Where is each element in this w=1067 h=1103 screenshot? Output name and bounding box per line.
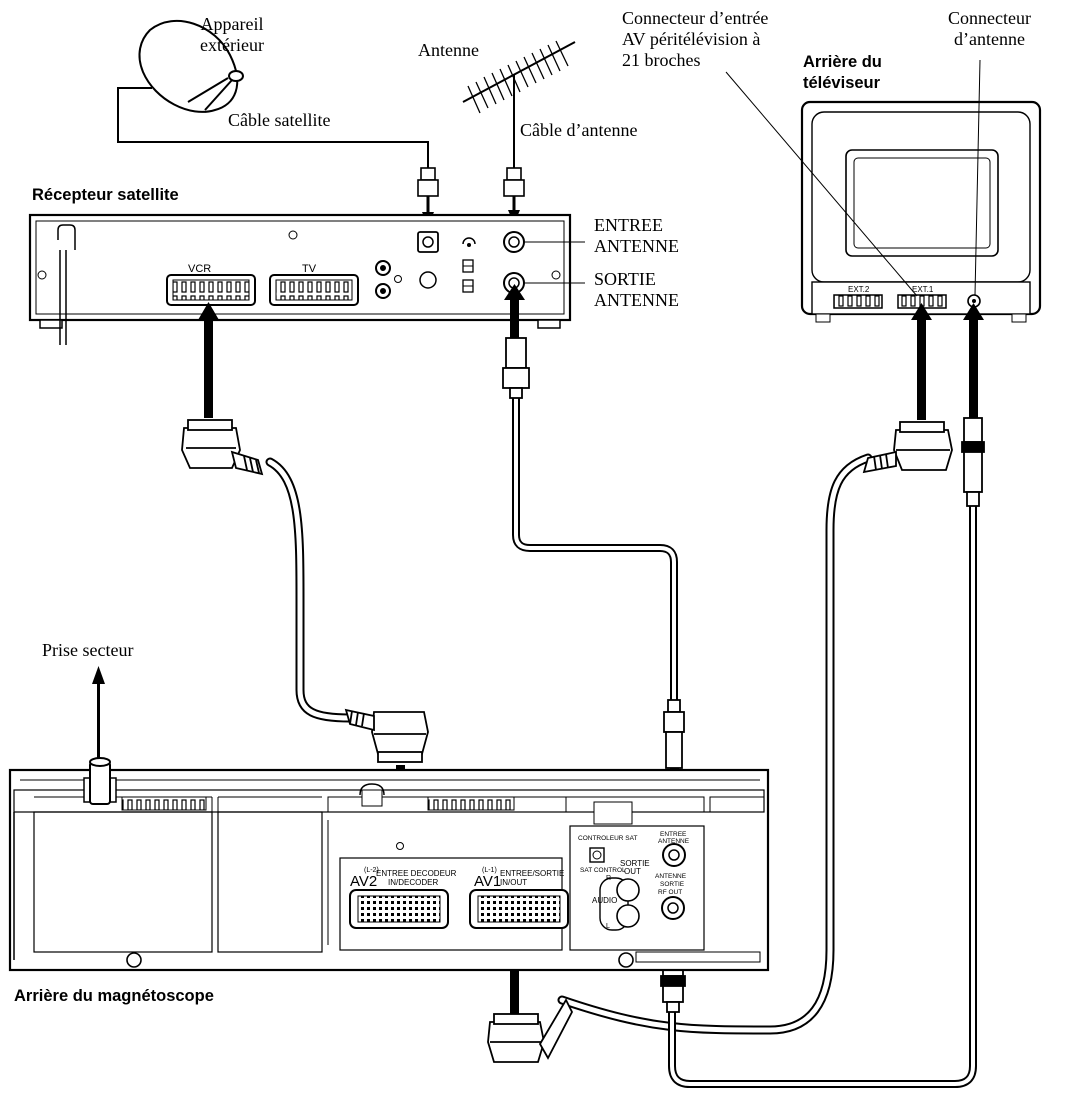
tv-rear-line-2: téléviseur (803, 74, 881, 92)
vcr-out-label: OUT (624, 867, 641, 876)
av1-number: (L-1) (482, 867, 497, 874)
outdoor-unit-line-2: extérieur (200, 35, 264, 55)
antenna-out-line-2: ANTENNE (594, 290, 679, 310)
tv-ext2-label: EXT.2 (848, 285, 870, 294)
scart-plug-receiver (181, 419, 264, 476)
antenna-in-line-2: ANTENNE (594, 236, 679, 256)
vcr-audio-label: AUDIO (592, 896, 617, 905)
cables (265, 394, 977, 1088)
outdoor-unit-label: Appareil extérieur (200, 14, 264, 56)
vcr-sortie-label: SORTIE (620, 859, 650, 868)
vcr-antenne-out-3: RF OUT (658, 889, 682, 896)
av2-number: (L-2) (364, 867, 379, 874)
av2-text-2: IN/DECODER (388, 878, 438, 887)
vcr-rear: (L-2) AV2 ENTREE DECODEUR IN/DECODER (L-… (8, 757, 770, 972)
coax-plug-vcr-in (663, 699, 685, 769)
vcr-l-label: L (606, 923, 610, 930)
vcr-antenne-out-2: SORTIE (660, 881, 685, 888)
sat-control-label-1: CONTROLEUR SAT (578, 835, 637, 842)
coax-plug-satellite (417, 167, 439, 214)
scart-input-label: Connecteur d’entrée AV péritélévision à … (622, 8, 768, 71)
antenna-in-line-1: ENTREE (594, 215, 663, 235)
antenna-connector-line-2: d’antenne (954, 29, 1025, 49)
av1-text-2: IN/OUT (500, 878, 527, 887)
tv-rear-line-1: Arrière du (803, 53, 882, 71)
scart-input-line-3: 21 broches (622, 50, 701, 70)
satellite-cable (117, 87, 429, 168)
vcr-r-label: R (606, 875, 611, 882)
antenna-icon (462, 40, 576, 168)
av1-text-1: ENTREE/SORTIE (500, 869, 564, 878)
sat-control-label-2: SAT CONTROL (580, 867, 626, 874)
receiver-tv-label: TV (302, 263, 317, 275)
antenna-connector-label: Connecteur d’antenne (948, 8, 1031, 50)
vcr-rear-label: Arrière du magnétoscope (14, 987, 214, 1005)
coax-plug-receiver-out (502, 337, 530, 399)
scart-plug-vcr-av1 (487, 998, 574, 1063)
scart-plug-vcr-av2 (344, 708, 429, 763)
receiver-vcr-label: VCR (188, 263, 211, 275)
av2-label: AV2 (350, 873, 377, 890)
vcr-entree-label: ENTREE (660, 831, 687, 838)
antenna-out-label: SORTIE ANTENNE (594, 269, 679, 311)
tv-rear-label: Arrière du téléviseur (803, 52, 882, 94)
outdoor-unit-line-1: Appareil (200, 14, 264, 34)
coax-plug-antenna (503, 167, 525, 212)
av2-text-1: ENTREE DECODEUR (376, 869, 457, 878)
satellite-receiver-label: Récepteur satellite (32, 186, 179, 204)
scart-input-line-1: Connecteur d’entrée (622, 8, 769, 28)
coax-plug-tv (961, 417, 985, 507)
antenna-label: Antenne (418, 40, 479, 60)
scart-input-line-2: AV péritélévision à (622, 29, 761, 49)
satellite-dish-icon (138, 20, 244, 113)
scart-plug-tv (862, 421, 953, 474)
vcr-antenne-label: ANTENNE (658, 838, 690, 845)
vcr-antenne-out-1: ANTENNE (655, 873, 687, 880)
tv-ext1-label: EXT.1 (912, 285, 934, 294)
satellite-receiver: VCR TV (28, 213, 572, 345)
antenna-cable-label: Câble d’antenne (520, 120, 638, 140)
av1-label: AV1 (474, 873, 501, 890)
television-rear: EXT.2 EXT.1 (800, 100, 1042, 323)
antenna-out-line-1: SORTIE (594, 269, 656, 289)
satellite-cable-label: Câble satellite (228, 110, 331, 130)
antenna-connector-line-1: Connecteur (948, 8, 1031, 28)
mains-socket-label: Prise secteur (42, 640, 134, 660)
antenna-in-label: ENTREE ANTENNE (594, 215, 679, 257)
